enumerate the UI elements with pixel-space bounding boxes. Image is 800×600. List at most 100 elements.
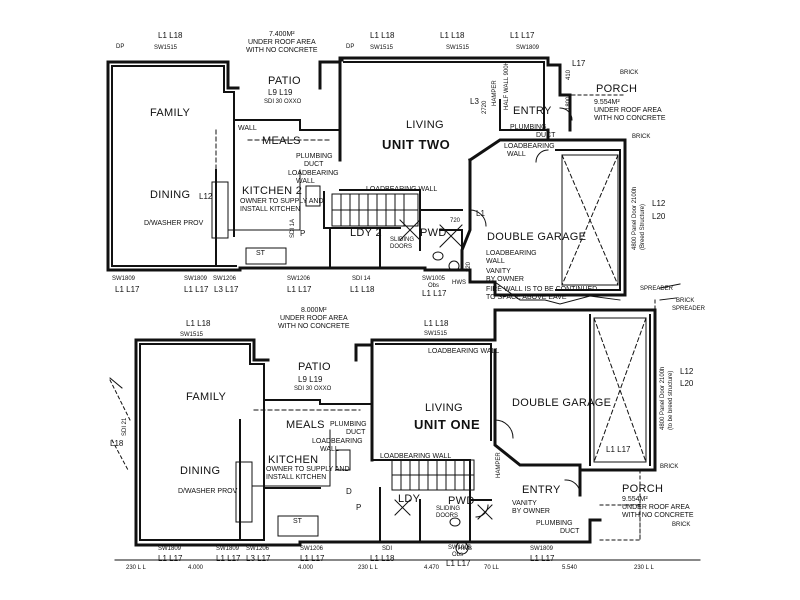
unit-two-top-l17: L17	[572, 59, 586, 68]
unit-two-bot-sw1809b: SW1809	[184, 276, 208, 282]
unit-one-kitchen-label: KITCHEN	[268, 454, 319, 466]
unit-two-wall-2: WALL	[296, 178, 315, 185]
dim-2: 4.000	[188, 565, 204, 571]
unit-one-duct: DUCT	[346, 429, 366, 436]
d-marker-1: D	[346, 487, 352, 496]
brick-marker-5: BRICK	[672, 522, 691, 528]
unit-two-720: 720	[450, 218, 461, 224]
unit-one-bot-obs: Obs	[452, 552, 464, 558]
unit-two-wall-1: WALL	[238, 125, 257, 132]
unit-one-sdi21: SDI 21	[122, 417, 128, 436]
unit-one-l20: L20	[680, 379, 694, 388]
unit-two-top-l1l18b: L1 L18	[370, 31, 395, 40]
unit-one-dining-label: DINING	[180, 465, 221, 477]
dim-6: 70 LL	[484, 565, 500, 571]
unit-two-dining-label: DINING	[150, 189, 191, 201]
unit-two-bot-sw1206b: SW1206	[287, 276, 311, 282]
unit-two-bot-l1l17a: L1 L17	[115, 285, 140, 294]
unit-two-820: 820	[466, 261, 472, 272]
spreader-marker-2: SPREADER	[672, 306, 706, 312]
unit-two-top-l1l18a: L1 L18	[158, 31, 183, 40]
unit-one-bot-l1l17b: L1 L17	[216, 554, 241, 563]
unit-two-l20: L20	[652, 212, 666, 221]
unit-one-patio-sdi: SDI 30 OXXO	[294, 386, 332, 392]
unit-two-half-wall: HALF WALL 900H	[504, 61, 510, 110]
unit-two-garage-door: 4800 Panel Door 2100h	[632, 186, 638, 250]
unit-one-bot-l1l17c: L1 L17	[300, 554, 325, 563]
dim-5: 4.470	[424, 565, 440, 571]
unit-two-l3: L3	[470, 97, 479, 106]
unit-one-top-sw1515b: SW1515	[424, 331, 448, 337]
unit-one-dwasher: D/WASHER PROV	[178, 488, 238, 495]
unit-two-bot-l1l17b: L1 L17	[184, 285, 209, 294]
unit-one-bot-l1l18: L1 L18	[370, 554, 395, 563]
unit-one-kitchen-bench	[235, 429, 351, 537]
unit-two-loadbearing-2: LOADBEARING	[288, 170, 339, 177]
unit-two-loadbearing-4: LOADBEARING	[486, 250, 537, 257]
unit-two-2720: 2720	[482, 100, 488, 114]
unit-two-doors	[432, 107, 573, 272]
unit-two-bot-obs: Obs	[428, 283, 440, 289]
unit-one-meals-label: MEALS	[286, 419, 325, 431]
unit-two-garage-label: DOUBLE GARAGE	[487, 231, 587, 243]
p-marker-2: P	[356, 503, 362, 512]
unit-one-family-label: FAMILY	[186, 391, 227, 403]
unit-one-patio-levels: L9 L19	[298, 375, 323, 384]
unit-one-bot-sw1809a: SW1809	[158, 546, 182, 552]
unit-two-loadbearing-3: LOADBEARING	[504, 143, 555, 150]
unit-two-top-sw1809: SW1809	[516, 45, 540, 51]
dp-marker-1: DP	[116, 44, 125, 50]
hws-marker-1: HWS	[452, 280, 466, 286]
unit-two-kitchen-bench	[211, 169, 321, 265]
unit-two-store-label: ST	[256, 250, 265, 257]
unit-two-kitchen-label: KITCHEN 2	[242, 185, 303, 197]
unit-two-inner-walls	[111, 61, 621, 291]
dp-marker-2: DP	[346, 44, 355, 50]
unit-one-bot-sdi: SDI	[382, 546, 393, 552]
p-marker-1: P	[300, 229, 306, 238]
unit-one-bot-l1l17d: L1 L17	[446, 559, 471, 568]
unit-two-stair	[331, 193, 419, 227]
unit-two-family-label: FAMILY	[150, 107, 191, 119]
unit-one-loadbearing-2: LOADBEARING	[312, 438, 363, 445]
unit-one-bot-l3l17: L3 L17	[246, 554, 271, 563]
unit-two-bot-sdi14: SDI 14	[352, 276, 371, 282]
unit-two-garage-door-sub: (Breed Structure)	[640, 203, 646, 250]
unit-one-l12: L12	[680, 367, 694, 376]
unit-two-patio-sdi: SDI 30 OXXO	[264, 99, 302, 105]
unit-two-top-l1l17: L1 L17	[510, 31, 535, 40]
unit-two-plumbing: PLUMBING	[296, 153, 333, 160]
unit-one-l18: L18	[110, 439, 124, 448]
unit-two-wall-3: WALL	[507, 151, 526, 158]
unit-two-top-sw1515b: SW1515	[370, 45, 394, 51]
unit-two-bot-l1l17c: L1 L17	[287, 285, 312, 294]
unit-two-pwd-label: PWD	[420, 227, 447, 239]
unit-two-duct-2: DUCT	[536, 132, 556, 139]
unit-one-garage-door-sub: (to be breed structure)	[668, 370, 674, 430]
unit-one-duct-2: DUCT	[560, 528, 580, 535]
unit-one-patio-label: PATIO	[298, 361, 331, 373]
unit-one-garage-label: DOUBLE GARAGE	[512, 397, 612, 409]
unit-one-top-l1l18a: L1 L18	[186, 319, 211, 328]
unit-one-loadbearing-3: LOADBEARING WALL	[380, 453, 452, 460]
unit-one-hamper: HAMPER	[496, 452, 502, 478]
unit-one-porch-label: PORCH	[622, 483, 664, 495]
unit-one-top-l1l18b: L1 L18	[424, 319, 449, 328]
hws-marker-2: HWS	[458, 546, 472, 552]
brick-marker-4: BRICK	[660, 464, 679, 470]
unit-one-garage-door: 4800 Panel Door 2100h	[660, 366, 666, 430]
unit-one-garage-roof	[593, 317, 647, 463]
unit-one-entry-label: ENTRY	[522, 484, 561, 496]
unit-two-title: UNIT TWO	[382, 137, 451, 152]
unit-one-store-label: ST	[293, 518, 302, 525]
